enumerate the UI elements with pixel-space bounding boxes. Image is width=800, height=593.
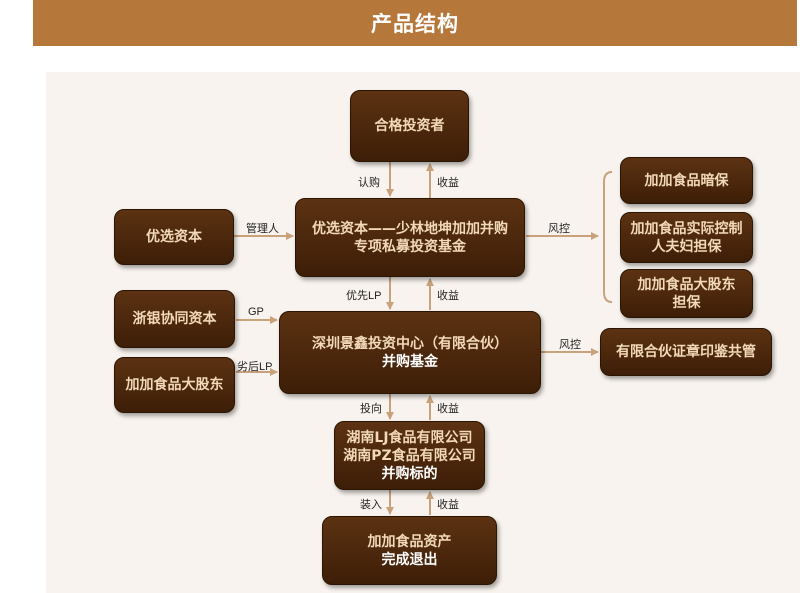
edge-label-subordinate-lp: 劣后LP [237,361,273,373]
node-guarantee-a-label: 加加食品暗保 [644,172,729,189]
node-guarantee-c-line2: 担保 [672,294,701,311]
page-title-bar: 产品结构 [33,0,797,46]
node-guarantee-a: 加加食品暗保 [620,157,753,204]
node-qualified-investor: 合格投资者 [350,90,469,162]
node-fund-line2: 专项私募投资基金 [354,238,466,255]
node-guarantee-c-line1: 加加食品大股东 [637,276,736,293]
node-guarantee-b-line1: 加加食品实际控制 [630,220,743,237]
edge-label-subscribe: 认购 [358,177,380,189]
node-fund-line1: 优选资本——少林地坤加加并购 [312,220,508,237]
node-zheyin-capital: 浙银协同资本 [114,290,235,348]
edge-label-gp: GP [248,306,264,318]
node-partnership-line1: 深圳景鑫投资中心（有限合伙） [312,335,508,352]
node-partnership-line2: 并购基金 [382,353,438,370]
node-target-line3: 并购标的 [381,465,438,482]
node-exit-line2: 完成退出 [381,551,438,568]
node-guarantee-b: 加加食品实际控制 人夫妇担保 [620,212,753,263]
node-seal-control-label: 有限合伙证章印鉴共管 [616,344,756,360]
node-exit-line1: 加加食品资产 [367,533,452,550]
node-qualified-investor-label: 合格投资者 [374,118,445,134]
node-youxuan-capital-label: 优选资本 [146,229,202,245]
node-guarantee-c: 加加食品大股东 担保 [620,269,753,318]
node-youxuan-capital: 优选资本 [114,209,234,265]
node-target-line2: 湖南PZ食品有限公司 [343,447,476,464]
guarantee-bracket [603,171,613,303]
node-fund: 优选资本——少林地坤加加并购 专项私募投资基金 [295,198,525,277]
node-target: 湖南LJ食品有限公司 湖南PZ食品有限公司 并购标的 [334,421,485,490]
edge-label-return-bottom: 收益 [437,499,459,511]
node-guarantee-b-line2: 人夫妇担保 [651,238,722,255]
edge-label-return-top: 收益 [437,177,459,189]
page-title: 产品结构 [371,12,459,36]
node-partnership: 深圳景鑫投资中心（有限合伙） 并购基金 [279,311,541,394]
edge-label-inject: 装入 [360,499,382,511]
edge-label-invest: 投向 [360,403,382,415]
edge-label-manager: 管理人 [246,223,279,235]
edge-label-return-mid: 收益 [437,290,459,302]
edge-label-return-low: 收益 [437,403,459,415]
node-zheyin-capital-label: 浙银协同资本 [132,311,217,327]
edge-label-priority-lp: 优先LP [346,290,382,302]
node-seal-control: 有限合伙证章印鉴共管 [600,328,772,376]
node-exit: 加加食品资产 完成退出 [322,516,497,585]
node-jiajia-major-holder: 加加食品大股东 [114,357,235,413]
edge-label-risk-control-top: 风控 [548,223,570,235]
node-target-line1: 湖南LJ食品有限公司 [346,429,473,446]
node-jiajia-major-holder-label: 加加食品大股东 [125,377,224,393]
edge-label-risk-control-mid: 风控 [559,339,581,351]
